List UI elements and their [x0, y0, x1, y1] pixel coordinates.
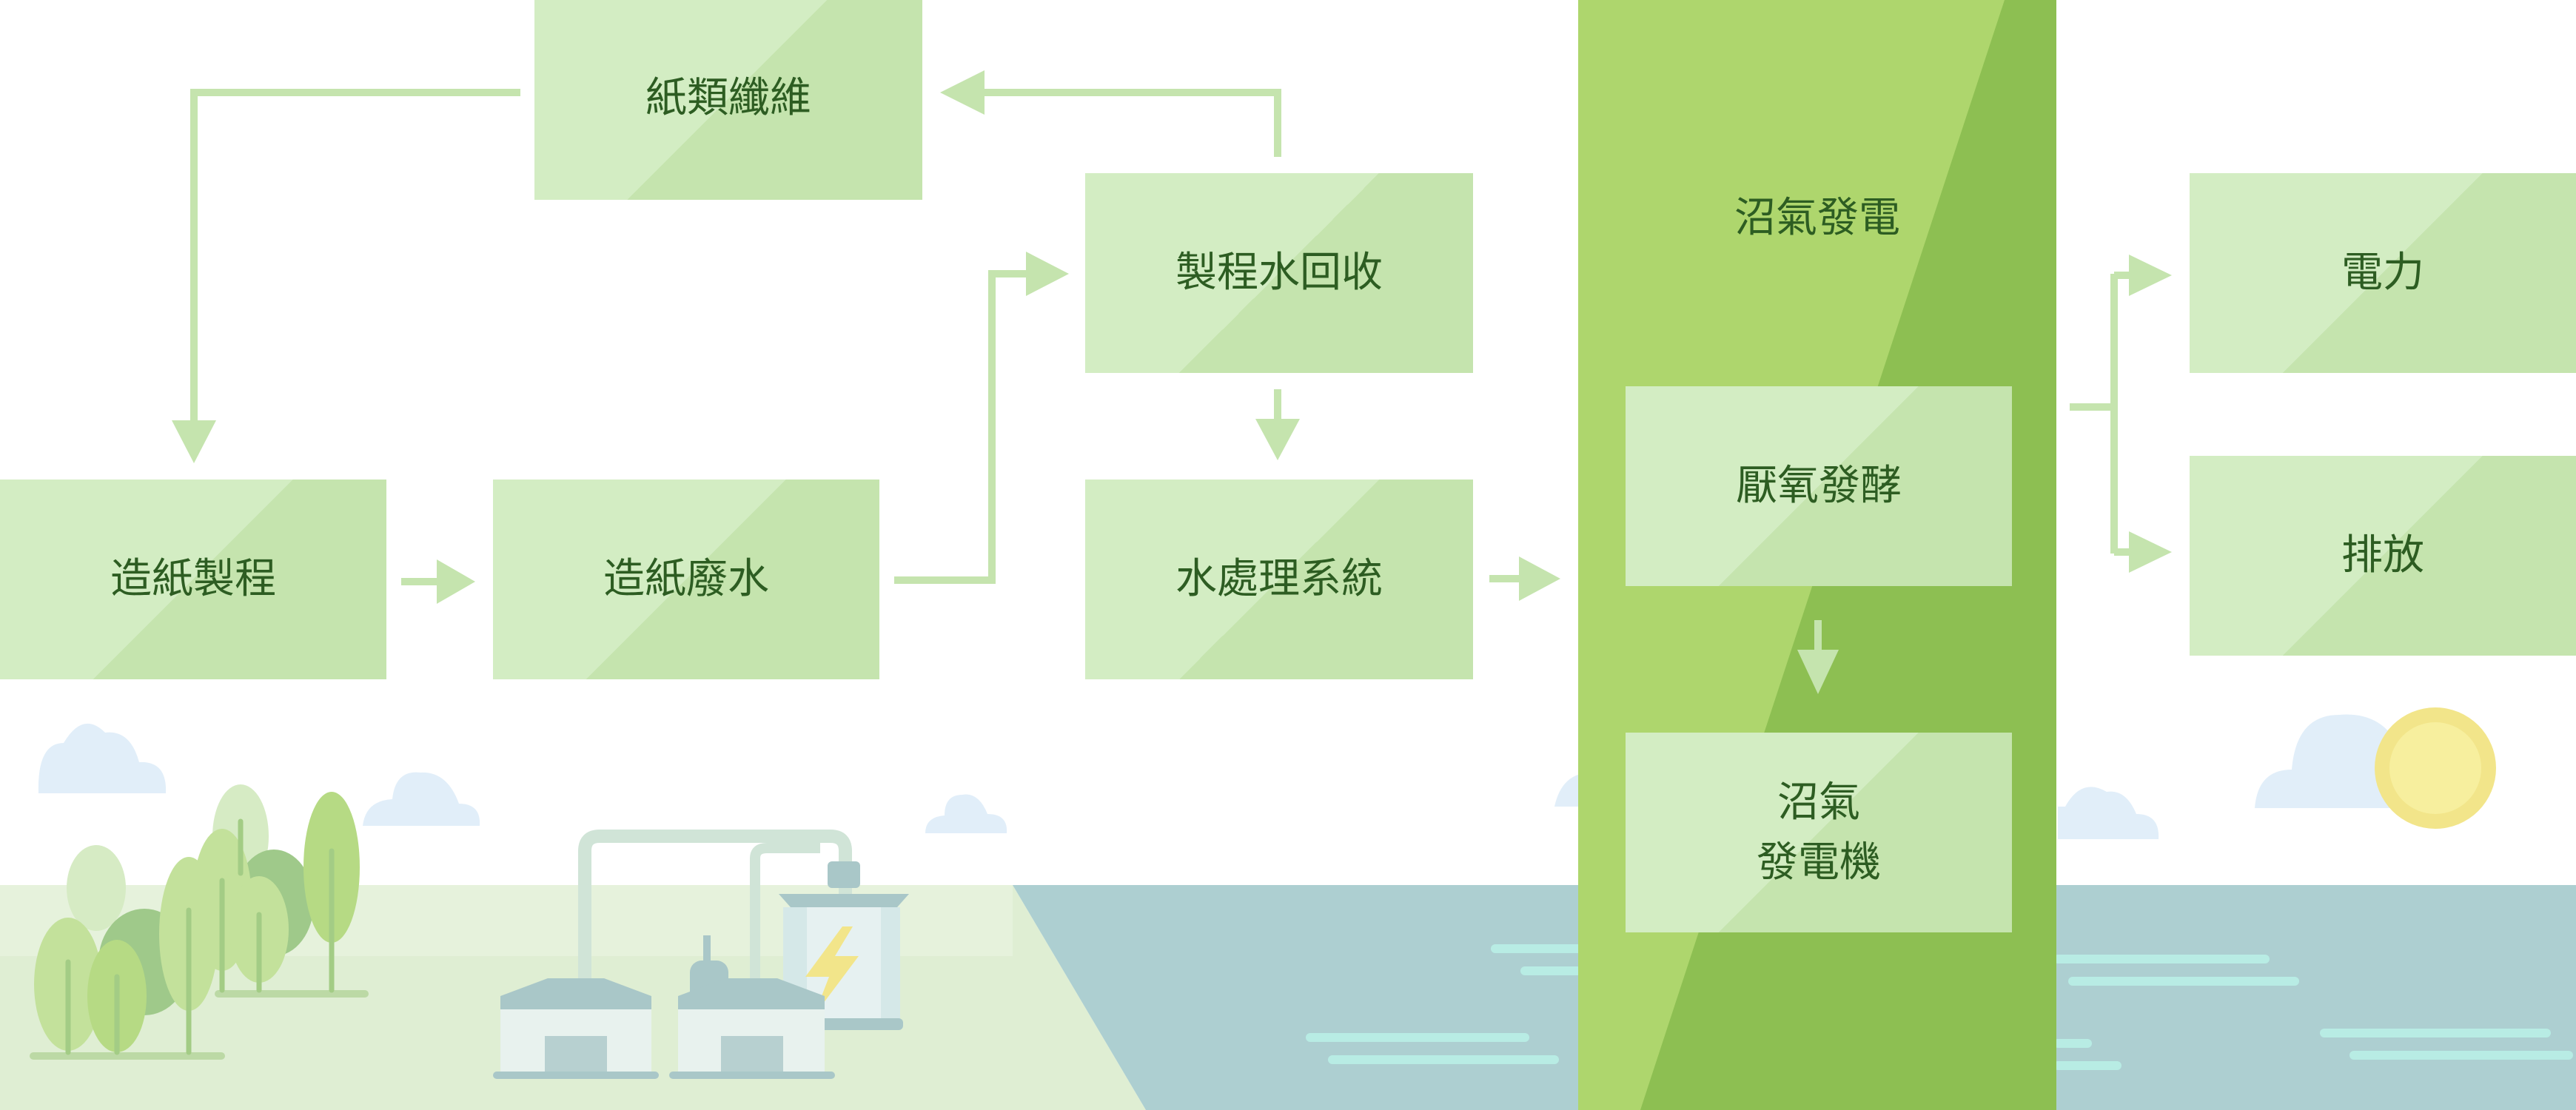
node-papermaking: 造紙製程 — [0, 480, 386, 679]
node-biogas-power-heading: 沼氣發電 — [1578, 118, 2056, 318]
node-biogas-power-label: 沼氣發電 — [1734, 194, 1900, 243]
factory-illustration — [493, 830, 909, 1079]
node-discharge-label: 排放 — [2341, 531, 2424, 580]
node-biogas-generator-label: 沼氣 發電機 — [1757, 778, 1881, 887]
node-water-treatment-label: 水處理系統 — [1175, 555, 1383, 604]
node-electricity: 電力 — [2190, 173, 2576, 373]
node-papermaking-label: 造紙製程 — [110, 555, 276, 604]
node-paper-fiber-label: 紙類纖維 — [645, 74, 811, 123]
node-water-treatment: 水處理系統 — [1085, 480, 1473, 679]
arrow-fiber-to-papermaking — [190, 89, 520, 429]
node-process-water-recycling: 製程水回收 — [1085, 173, 1473, 373]
arrow-recycling-to-fiber — [985, 89, 1281, 157]
flow-arrows — [190, 89, 2135, 657]
node-anaerobic-fermentation-label: 厭氧發酵 — [1736, 462, 1902, 511]
node-anaerobic-fermentation: 厭氧發酵 — [1626, 386, 2012, 586]
arrow-heads — [172, 70, 2172, 694]
clouds — [38, 714, 2443, 839]
arrow-wastewater-to-recycling — [894, 270, 1033, 584]
node-process-water-recycling-label: 製程水回收 — [1175, 249, 1383, 297]
sun-icon — [2375, 707, 2496, 829]
landscape — [0, 885, 2576, 1110]
trees — [30, 784, 369, 1060]
node-discharge: 排放 — [2190, 456, 2576, 656]
node-papermaking-wastewater: 造紙廢水 — [493, 480, 879, 679]
node-biogas-generator: 沼氣 發電機 — [1626, 733, 2012, 932]
arrow-panel-to-outputs — [2070, 272, 2135, 556]
node-papermaking-wastewater-label: 造紙廢水 — [603, 555, 769, 604]
node-electricity-label: 電力 — [2341, 249, 2424, 297]
node-paper-fiber: 紙類纖維 — [534, 0, 922, 200]
